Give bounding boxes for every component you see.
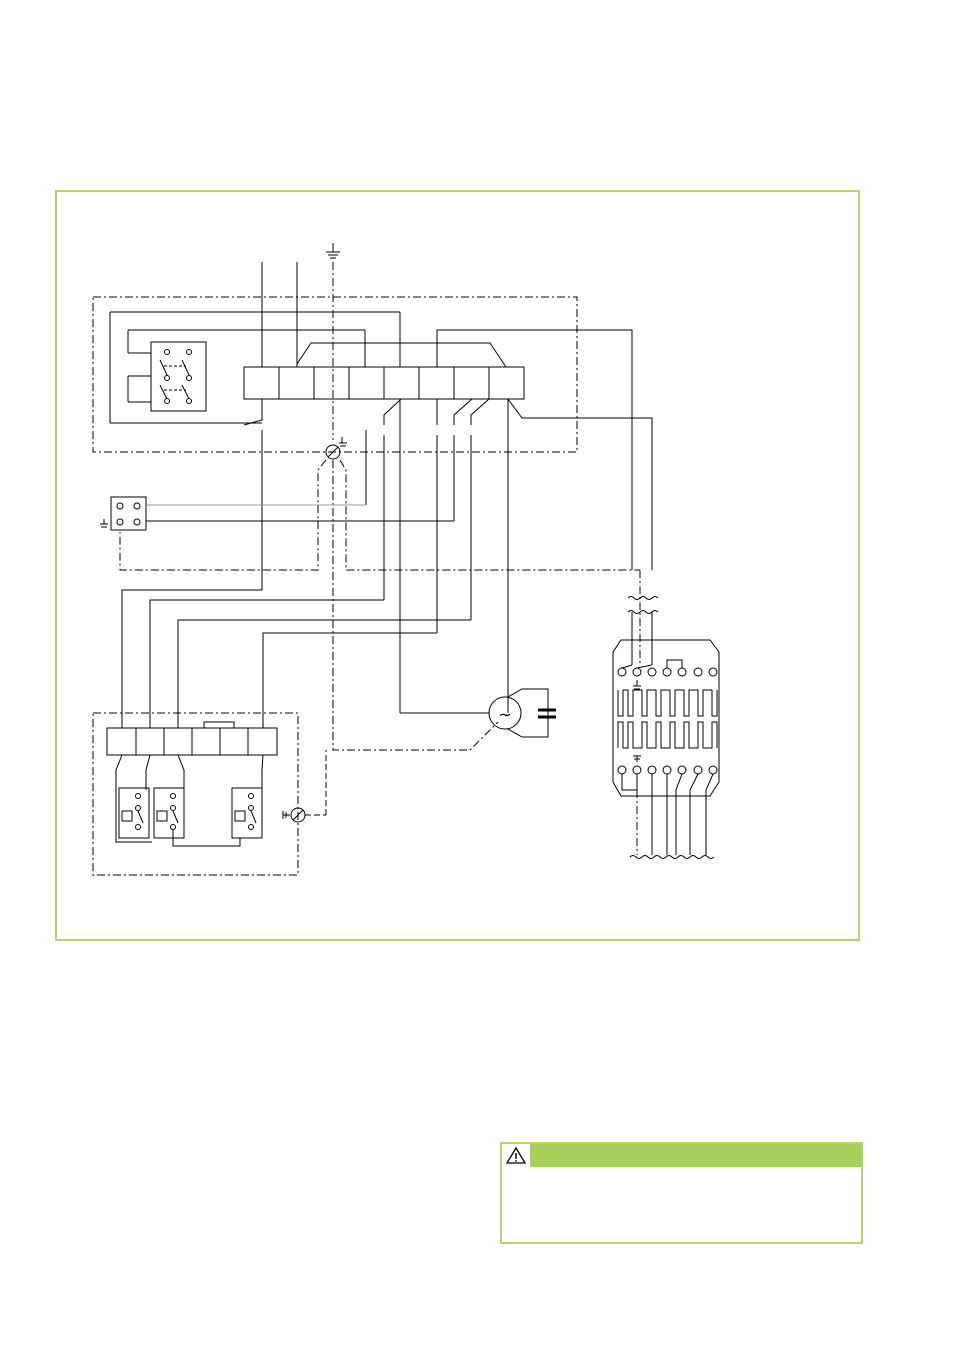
relay-contacts — [115, 754, 264, 847]
motor — [400, 688, 556, 738]
cable-break — [627, 596, 659, 665]
warning-box — [500, 1142, 863, 1244]
junction-box — [100, 496, 454, 531]
main-switch — [109, 311, 400, 424]
top-earth-symbol — [326, 243, 340, 440]
warning-header — [502, 1144, 861, 1167]
terminal-block-upper — [243, 366, 525, 400]
wiring-diagram-frame — [55, 190, 860, 941]
control-box-enclosure — [92, 296, 578, 453]
motor-symbol: ~ — [498, 705, 511, 724]
warning-icon-cell — [502, 1144, 532, 1167]
warning-triangle-icon — [505, 1146, 527, 1164]
relay-box-enclosure — [92, 712, 299, 876]
earth-terminal-upper — [325, 437, 347, 460]
connector-plug — [612, 639, 720, 859]
earth-terminal-lower — [282, 750, 327, 823]
incoming-supply-lines — [261, 262, 298, 367]
terminal-block-lower — [106, 721, 278, 756]
